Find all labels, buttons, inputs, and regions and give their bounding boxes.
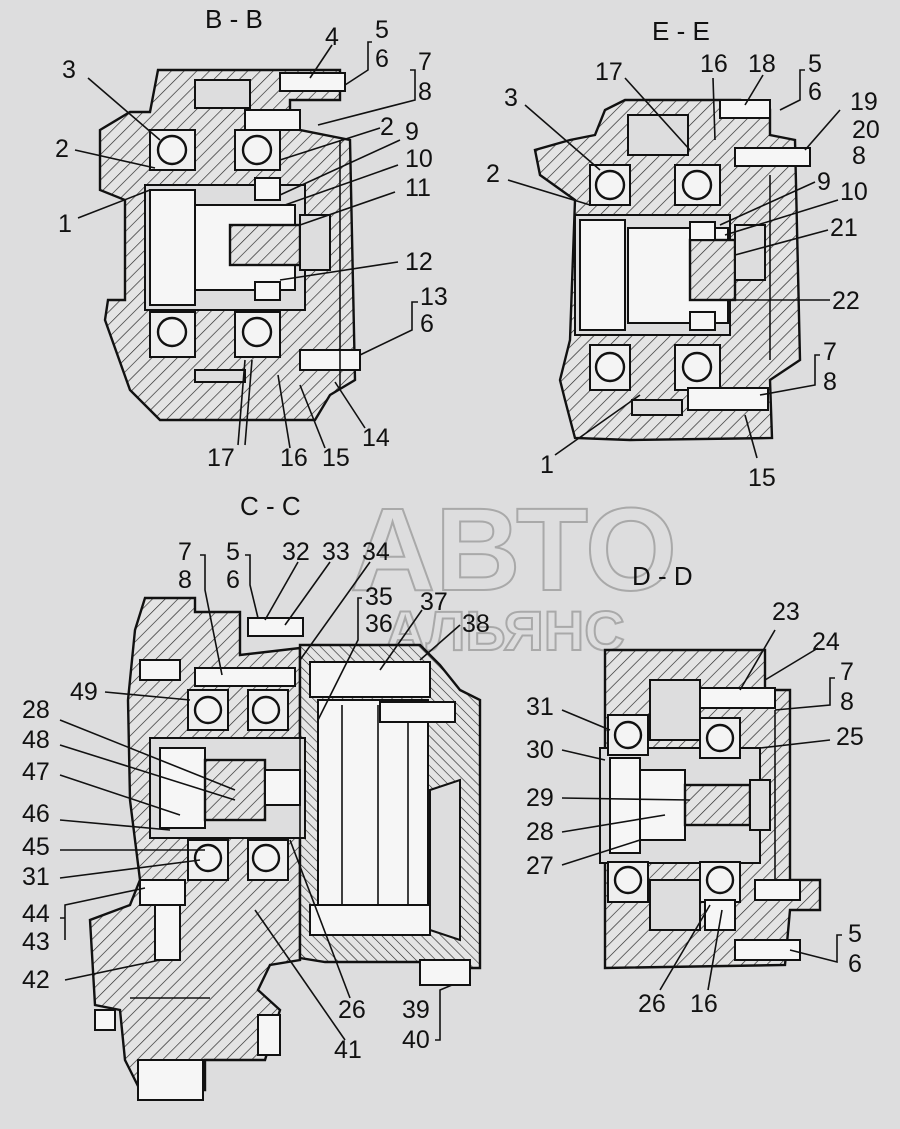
- callout-label: 15: [322, 444, 350, 472]
- callout-label: 14: [362, 424, 390, 452]
- callout-label: 21: [830, 214, 858, 242]
- callout-label: 31: [526, 693, 554, 721]
- callout-label: 8: [840, 688, 854, 716]
- callout-label: 1: [540, 451, 554, 479]
- c-c-leader-lines: [59, 554, 461, 1041]
- b-b-leader-lines: [74, 41, 418, 449]
- callout-label: 48: [22, 726, 50, 754]
- view-d-d: D - D: [526, 561, 864, 1018]
- callout-label: 2: [55, 135, 69, 163]
- view-title-d-d: D - D: [632, 561, 693, 591]
- callout-label: 35: [365, 583, 393, 611]
- callout-label: 30: [526, 736, 554, 764]
- callout-label: 3: [62, 56, 76, 84]
- view-title-b-b: B - B: [205, 4, 263, 34]
- d-d-leader-lines: [561, 629, 842, 991]
- callout-label: 6: [808, 78, 822, 106]
- callout-label: 5: [226, 538, 240, 566]
- callout-label: 24: [812, 628, 840, 656]
- e-e-drawing: [533, 98, 811, 442]
- callout-label: 5: [808, 50, 822, 78]
- callout-label: 17: [207, 444, 235, 472]
- callout-label: 20: [852, 116, 880, 144]
- callout-label: 3: [504, 84, 518, 112]
- callout-label: 31: [22, 863, 50, 891]
- callout-label: 22: [832, 287, 860, 315]
- callout-label: 19: [850, 88, 878, 116]
- view-e-e: E - E: [486, 16, 880, 492]
- callout-label: 8: [823, 368, 837, 396]
- callout-label: 43: [22, 928, 50, 956]
- callout-label: 44: [22, 900, 50, 928]
- b-b-callouts: 3 2 1 4 5 6 7 8 2 9 10 11 12 13 6 14 15 …: [55, 16, 448, 472]
- callout-label: 10: [840, 178, 868, 206]
- callout-label: 9: [405, 118, 419, 146]
- callout-label: 38: [462, 610, 490, 638]
- callout-label: 11: [405, 174, 431, 202]
- callout-label: 32: [282, 538, 310, 566]
- callout-label: 45: [22, 833, 50, 861]
- watermark-line1: АВТО: [350, 484, 677, 616]
- callout-label: 6: [375, 45, 389, 73]
- callout-label: 5: [375, 16, 389, 44]
- callout-label: 29: [526, 784, 554, 812]
- callout-label: 33: [322, 538, 350, 566]
- callout-label: 1: [58, 210, 72, 238]
- callout-label: 28: [526, 818, 554, 846]
- callout-label: 6: [420, 310, 434, 338]
- watermark: АВТО АЛЬЯНС: [349, 483, 678, 663]
- callout-label: 28: [22, 696, 50, 724]
- callout-label: 36: [365, 610, 393, 638]
- callout-label: 7: [418, 48, 432, 76]
- callout-label: 9: [817, 168, 831, 196]
- callout-label: 17: [595, 58, 623, 86]
- callout-label: 40: [402, 1026, 430, 1054]
- callout-label: 46: [22, 800, 50, 828]
- callout-label: 8: [418, 78, 432, 106]
- d-d-drawing: [599, 648, 822, 970]
- callout-label: 5: [848, 920, 862, 948]
- callout-label: 12: [405, 248, 433, 276]
- e-e-leader-lines: [507, 69, 841, 459]
- callout-label: 4: [325, 23, 339, 51]
- callout-label: 16: [280, 444, 308, 472]
- callout-label: 7: [823, 338, 837, 366]
- callout-label: 2: [380, 113, 394, 141]
- callout-label: 6: [848, 950, 862, 978]
- callout-label: 16: [700, 50, 728, 78]
- callout-label: 18: [748, 50, 776, 78]
- c-c-callouts: 7 8 5 6 32 33 34 35 36 37 38 49 28 48 47…: [22, 538, 490, 1064]
- callout-label: 26: [638, 990, 666, 1018]
- callout-label: 8: [178, 566, 192, 594]
- callout-label: 15: [748, 464, 776, 492]
- callout-label: 41: [334, 1036, 362, 1064]
- callout-label: 2: [486, 160, 500, 188]
- view-title-c-c: C - C: [240, 491, 301, 521]
- callout-label: 10: [405, 145, 433, 173]
- callout-label: 8: [852, 142, 866, 170]
- callout-label: 25: [836, 723, 864, 751]
- callout-label: 34: [362, 538, 390, 566]
- b-b-drawing: [98, 68, 361, 422]
- callout-label: 13: [420, 283, 448, 311]
- callout-label: 27: [526, 852, 554, 880]
- callout-label: 49: [70, 678, 98, 706]
- view-title-e-e: E - E: [652, 16, 710, 46]
- callout-label: 42: [22, 966, 50, 994]
- callout-label: 39: [402, 996, 430, 1024]
- callout-label: 16: [690, 990, 718, 1018]
- callout-label: 7: [178, 538, 192, 566]
- callout-label: 23: [772, 598, 800, 626]
- e-e-callouts: 3 2 1 17 16 18 5 6 19 20 8 9 10 21 22 7 …: [486, 50, 880, 492]
- callout-label: 47: [22, 758, 50, 786]
- d-d-callouts: 23 24 7 8 31 30 25 29 28 27 26 16 5 6: [526, 598, 864, 1018]
- view-c-c: C - C: [22, 491, 490, 1101]
- callout-label: 6: [226, 566, 240, 594]
- callout-label: 37: [420, 588, 448, 616]
- c-c-drawing: [88, 596, 482, 1101]
- view-b-b: B - B: [55, 4, 448, 472]
- callout-label: 26: [338, 996, 366, 1024]
- callout-label: 7: [840, 658, 854, 686]
